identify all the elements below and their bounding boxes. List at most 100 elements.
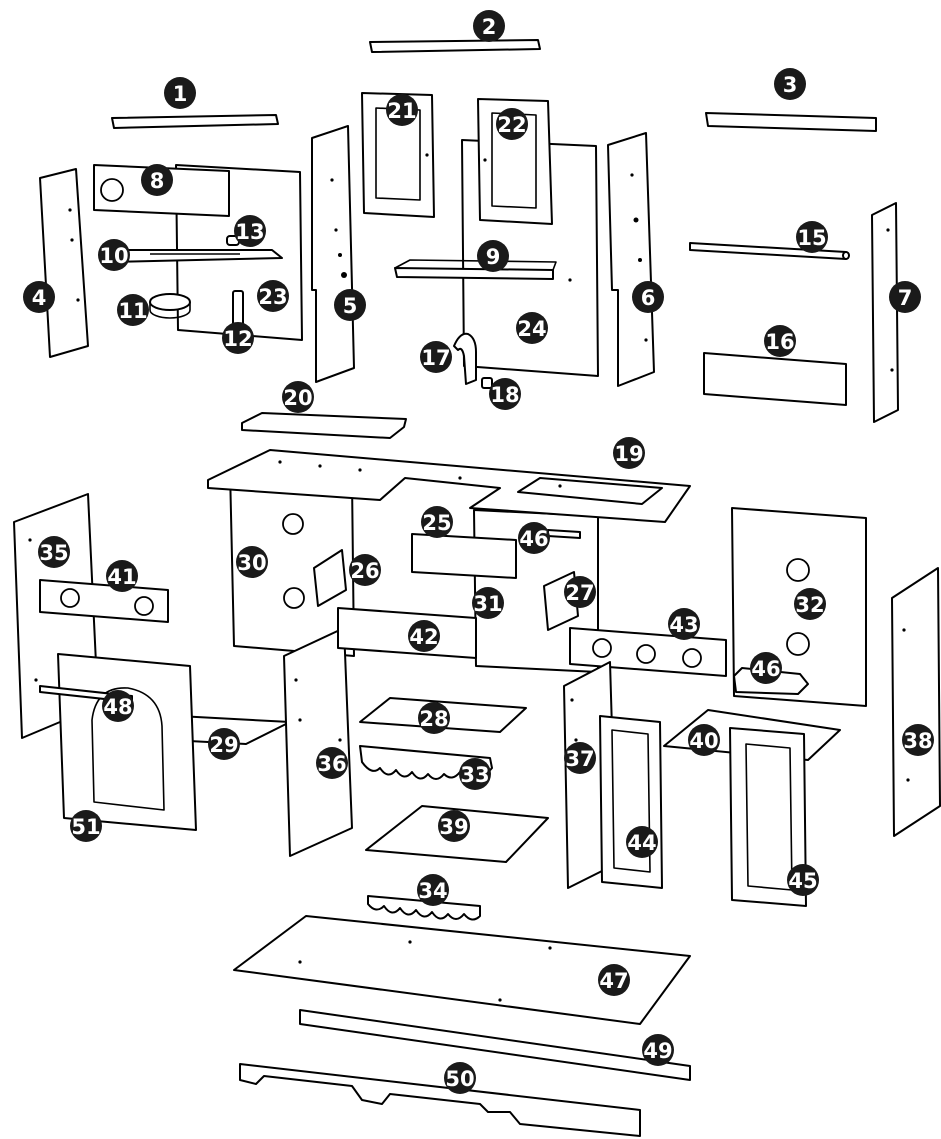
part-number-badge: 46 <box>518 522 550 554</box>
part-number-badge: 19 <box>613 437 645 469</box>
part-number-text: 9 <box>486 245 501 269</box>
part-number-text: 4 <box>32 286 47 310</box>
part-number-badge: 20 <box>282 381 314 413</box>
part-42-rail <box>337 607 477 659</box>
part-number-badge: 25 <box>421 506 453 538</box>
part-41-rail <box>39 579 169 623</box>
part-number-text: 43 <box>669 613 698 637</box>
part-number-badge: 51 <box>70 810 102 842</box>
part-number-text: 40 <box>689 729 718 753</box>
part-36-divider <box>283 627 353 857</box>
part-15-rod <box>689 242 850 260</box>
part-16-board <box>703 352 847 406</box>
part-number-text: 50 <box>445 1067 474 1091</box>
part-number-badge: 39 <box>438 810 470 842</box>
part-11-round-base <box>149 293 191 319</box>
part-26-block <box>313 549 347 607</box>
part-number-text: 3 <box>783 73 798 97</box>
part-number-badge: 45 <box>787 864 819 896</box>
part-number-badge: 8 <box>141 164 173 196</box>
part-number-badge: 9 <box>477 240 509 272</box>
part-number-text: 42 <box>409 625 438 649</box>
part-number-text: 37 <box>565 747 594 771</box>
part-number-text: 36 <box>317 752 346 776</box>
part-number-badge: 32 <box>794 588 826 620</box>
part-number-text: 49 <box>643 1039 672 1063</box>
part-44-door <box>599 715 663 889</box>
part-number-text: 8 <box>150 169 165 193</box>
part-number-badge: 47 <box>598 964 630 996</box>
part-number-text: 15 <box>797 226 826 250</box>
part-number-badge: 34 <box>417 874 449 906</box>
part-number-text: 21 <box>387 99 416 123</box>
part-number-badge: 17 <box>420 341 452 373</box>
part-number-badge: 49 <box>642 1034 674 1066</box>
part-number-badge: 38 <box>902 724 934 756</box>
part-number-badge: 31 <box>472 587 504 619</box>
part-number-badge: 33 <box>459 758 491 790</box>
part-number-badge: 12 <box>222 322 254 354</box>
part-number-badge: 18 <box>489 378 521 410</box>
part-number-badge: 28 <box>418 702 450 734</box>
part-number-text: 45 <box>788 869 817 893</box>
part-number-badge: 5 <box>334 289 366 321</box>
part-number-text: 41 <box>107 565 136 589</box>
part-20-board <box>241 412 407 439</box>
part-49-plinth <box>299 1009 691 1081</box>
part-number-text: 38 <box>903 729 932 753</box>
part-number-badge: 29 <box>208 728 240 760</box>
part-number-text: 16 <box>765 330 794 354</box>
part-number-badge: 6 <box>632 281 664 313</box>
part-number-badge: 36 <box>316 747 348 779</box>
part-number-text: 39 <box>439 815 468 839</box>
part-number-text: 44 <box>627 831 656 855</box>
part-number-text: 7 <box>898 286 913 310</box>
part-number-text: 34 <box>418 879 447 903</box>
part-number-text: 17 <box>421 346 450 370</box>
part-number-badge: 26 <box>349 554 381 586</box>
part-number-text: 19 <box>614 442 643 466</box>
part-number-text: 28 <box>419 707 448 731</box>
part-46-small-bar <box>547 529 581 539</box>
part-51-arched-door <box>57 653 197 831</box>
part-47-bottom-panel <box>233 915 691 1025</box>
part-number-text: 30 <box>237 551 266 575</box>
part-number-badge: 4 <box>23 281 55 313</box>
part-number-text: 20 <box>283 386 312 410</box>
part-number-text: 1 <box>173 82 188 106</box>
part-number-text: 48 <box>103 695 132 719</box>
part-number-badge: 21 <box>386 94 418 126</box>
part-number-text: 27 <box>565 581 594 605</box>
part-number-text: 6 <box>641 286 656 310</box>
part-number-text: 46 <box>519 527 548 551</box>
part-4-side-panel <box>39 168 89 358</box>
part-number-text: 18 <box>490 383 519 407</box>
part-18-small-block <box>481 377 493 389</box>
part-number-badge: 13 <box>234 215 266 247</box>
part-1-top-board-left <box>111 114 279 129</box>
part-number-badge: 2 <box>473 10 505 42</box>
part-number-badge: 11 <box>117 294 149 326</box>
part-number-badge: 27 <box>564 576 596 608</box>
part-number-badge: 43 <box>668 608 700 640</box>
part-19-countertop <box>207 449 691 523</box>
part-number-badge: 37 <box>564 742 596 774</box>
part-number-text: 12 <box>223 327 252 351</box>
part-34-scalloped-trim <box>367 895 481 921</box>
part-number-badge: 44 <box>626 826 658 858</box>
part-number-badge: 16 <box>764 325 796 357</box>
part-number-badge: 24 <box>516 312 548 344</box>
part-number-text: 31 <box>473 592 502 616</box>
part-number-text: 2 <box>482 15 497 39</box>
part-number-text: 24 <box>517 317 546 341</box>
part-number-text: 46 <box>751 657 780 681</box>
part-number-text: 23 <box>258 285 287 309</box>
part-number-badge: 10 <box>98 239 130 271</box>
part-3-top-board-right <box>705 112 877 132</box>
part-number-badge: 42 <box>408 620 440 652</box>
part-number-text: 10 <box>99 244 128 268</box>
part-2-top-board-center <box>369 39 541 53</box>
